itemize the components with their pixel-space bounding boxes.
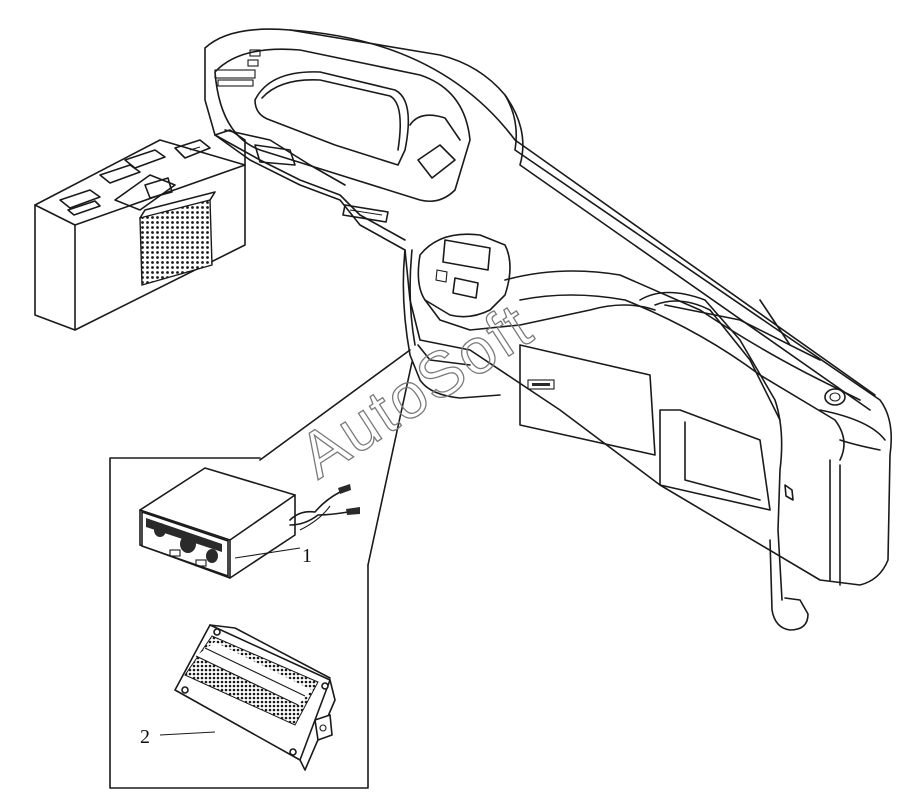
speaker-unit <box>174 624 336 771</box>
callout-1-label: 1 <box>302 545 312 567</box>
callout-2-label: 2 <box>140 726 150 748</box>
left-panel-module <box>34 129 296 331</box>
dashboard-assembly <box>204 28 893 631</box>
radio-cassette-unit <box>139 467 360 579</box>
switch-block-icon <box>214 49 261 87</box>
detail-callout-frame <box>109 349 413 789</box>
